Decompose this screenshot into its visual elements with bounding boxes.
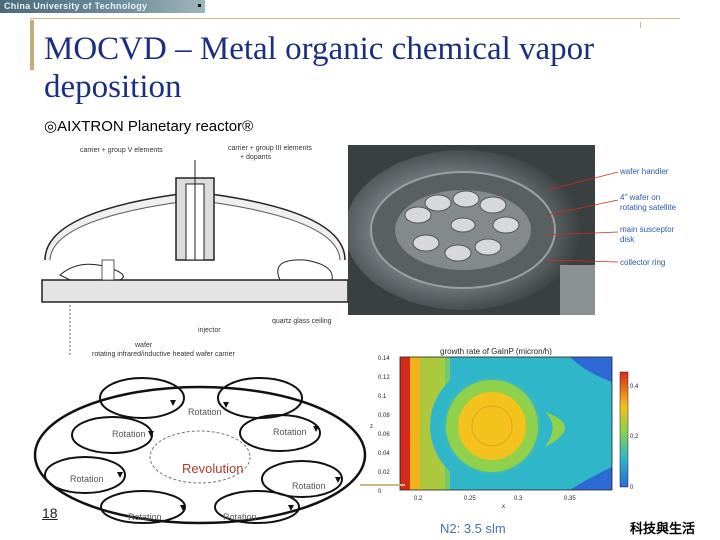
label-collector-ring: collector ring (620, 258, 665, 267)
bottom-rule (360, 484, 405, 486)
colorbar-tick-2: 0.2 (630, 434, 639, 440)
rotation-revolution-diagram: Rotation Rotation Rotation Rotation Rota… (33, 377, 367, 525)
top-rule (30, 18, 680, 19)
photo-callouts: wafer handler 4" wafer on rotating satel… (548, 167, 677, 267)
gas-flow-label: N2: 3.5 slm (440, 521, 506, 536)
label-carrier-plate: rotating infrared/inductive heated wafer… (92, 351, 235, 358)
label-main-susceptor: main susceptor (620, 225, 675, 234)
x-axis-label: x (502, 504, 505, 510)
label-wafer: wafer (134, 342, 153, 349)
top-rule-tick (640, 22, 681, 28)
y-tick-7: 0.02 (378, 470, 390, 476)
label-rotating-satellite: rotating satellite (620, 203, 677, 212)
growth-rate-contour-plot: growth rate of GaInP (micron/h) 0.14 0.1… (370, 347, 639, 510)
colorbar-tick-1: 0.4 (630, 384, 639, 390)
left-accent-bar (30, 20, 34, 70)
slide-subtitle: ◎AIXTRON Planetary reactor® (44, 118, 254, 135)
reactor-cross-section-diagram: carrier + group V elements carrier + gro… (40, 140, 350, 365)
banner-text: China University of Technology (4, 1, 148, 11)
x-tick-3: 0.3 (514, 496, 523, 502)
label-carrier-v: carrier + group V elements (80, 147, 163, 154)
y-tick-5: 0.06 (378, 432, 390, 438)
contour-title: growth rate of GaInP (micron/h) (440, 347, 552, 356)
rotation-label-2: Rotation (112, 429, 146, 439)
y-tick-1: 0.14 (378, 356, 390, 362)
slide-title: MOCVD – Metal organic chemical vapor dep… (44, 31, 595, 105)
label-wafer-on: 4" wafer on (620, 193, 660, 202)
y-tick-4: 0.08 (378, 413, 390, 419)
colorbar-tick-3: 0 (630, 485, 634, 491)
label-injector: injector (198, 327, 221, 334)
banner-bullet-icon (198, 4, 201, 7)
rotation-label-7: Rotation (223, 512, 257, 522)
y-axis-label: z (370, 424, 373, 430)
y-tick-3: 0.1 (378, 394, 387, 400)
label-quartz: quartz glass ceiling (272, 318, 332, 325)
y-tick-8: 0 (378, 489, 382, 495)
reactor-photo (348, 145, 595, 315)
rotation-label-1: Rotation (188, 407, 222, 417)
header-banner: China University of Technology (0, 0, 205, 13)
x-tick-1: 0.2 (414, 496, 423, 502)
corner-text: 科技與生活 (630, 522, 696, 537)
y-tick-2: 0.12 (378, 375, 390, 381)
label-dopants: + dopants (240, 154, 271, 161)
y-tick-6: 0.04 (378, 451, 390, 457)
label-wafer-handler: wafer handler (619, 167, 669, 176)
x-tick-4: 0.35 (564, 496, 576, 502)
label-carrier-iii: carrier + group III elements (228, 145, 312, 152)
rotation-label-5: Rotation (292, 481, 326, 491)
revolution-label: Revolution (182, 461, 243, 476)
label-disk: disk (620, 235, 635, 244)
rotation-label-6: Rotation (128, 512, 162, 522)
page-number: 18 (42, 505, 58, 521)
rotation-label-4: Rotation (70, 474, 104, 484)
x-tick-2: 0.25 (464, 496, 476, 502)
rotation-label-3: Rotation (273, 427, 307, 437)
